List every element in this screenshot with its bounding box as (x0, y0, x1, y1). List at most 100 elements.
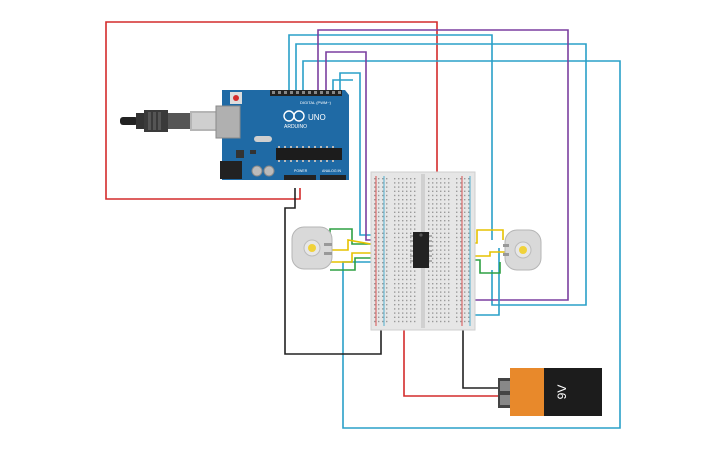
wire-blue-1 (288, 34, 493, 240)
breadboard-hole (378, 241, 380, 243)
breadboard-hole (464, 320, 466, 323)
breadboard-hole (436, 295, 438, 297)
breadboard-hole (432, 182, 434, 184)
breadboard-hole (468, 270, 470, 272)
breadboard-hole (464, 274, 466, 276)
arduino-uno-board[interactable]: DIGITAL (PWM~) ARDUINO UNO (215, 90, 349, 180)
breadboard-hole (432, 241, 434, 243)
breadboard-hole (448, 257, 450, 260)
breadboard-hole (436, 308, 438, 310)
breadboard-hole (440, 304, 442, 306)
breadboard-hole (386, 253, 388, 255)
breadboard-hole (432, 232, 434, 234)
breadboard-hole (402, 224, 404, 226)
power-label: POWER (294, 169, 308, 173)
breadboard-hole (440, 278, 442, 281)
breadboard-hole (382, 182, 384, 184)
breadboard-hole (440, 270, 442, 272)
breadboard-hole (398, 257, 400, 260)
breadboard-hole (448, 249, 450, 251)
breadboard-hole (386, 236, 388, 239)
breadboard-hole (374, 236, 376, 239)
breadboard-hole (428, 186, 430, 188)
breadboard-hole (374, 274, 376, 276)
breadboard-hole (460, 232, 462, 234)
breadboard-hole (440, 203, 442, 205)
breadboard-hole (394, 262, 396, 264)
breadboard-hole (386, 257, 388, 260)
breadboard-hole (378, 245, 380, 247)
breadboard-hole (432, 278, 434, 281)
breadboard-hole (402, 228, 404, 230)
breadboard-hole (406, 241, 408, 243)
breadboard-hole (410, 270, 412, 272)
breadboard-hole (402, 207, 404, 209)
breadboard-hole (460, 182, 462, 184)
breadboard-hole (468, 308, 470, 310)
breadboard-hole (444, 228, 446, 230)
breadboard-hole (436, 236, 438, 239)
breadboard-hole (428, 304, 430, 306)
breadboard-hole (394, 253, 396, 255)
breadboard-hole (402, 262, 404, 264)
atmega-chip (276, 148, 342, 160)
breadboard-hole (456, 203, 458, 205)
breadboard-hole (382, 262, 384, 264)
breadboard-hole (382, 295, 384, 297)
breadboard-hole (456, 215, 458, 218)
breadboard-hole (460, 236, 462, 239)
breadboard-hole (444, 316, 446, 318)
breadboard-hole (410, 182, 412, 184)
breadboard-hole (374, 308, 376, 310)
breadboard-hole (464, 199, 466, 201)
breadboard-hole (374, 295, 376, 297)
9v-battery-icon[interactable]: 9V (498, 368, 602, 416)
breadboard-hole (456, 236, 458, 239)
breadboard-hole (436, 316, 438, 318)
breadboard-hole (386, 270, 388, 272)
breadboard-hole (386, 228, 388, 230)
breadboard-hole (460, 312, 462, 314)
breadboard-hole (410, 220, 412, 222)
motor-driver-ic-icon[interactable] (410, 232, 432, 268)
breadboard-hole (402, 203, 404, 205)
breadboard-hole (386, 287, 388, 289)
breadboard-hole (456, 178, 458, 180)
breadboard-hole (382, 186, 384, 188)
breadboard-hole (414, 178, 416, 180)
breadboard-hole (428, 299, 430, 302)
breadboard-hole (378, 220, 380, 222)
breadboard-hole (414, 186, 416, 188)
breadboard-hole (398, 245, 400, 247)
breadboard-hole (402, 291, 404, 293)
breadboard-hole (456, 262, 458, 264)
breadboard-hole (448, 211, 450, 213)
dc-motor-icon[interactable] (291, 226, 333, 270)
breadboard-hole (414, 312, 416, 314)
breadboard-hole (444, 194, 446, 197)
breadboard-hole (460, 262, 462, 264)
breadboard-hole (382, 241, 384, 243)
breadboard-hole (436, 186, 438, 188)
breadboard-hole (440, 228, 442, 230)
breadboard-hole (406, 211, 408, 213)
breadboard-hole (468, 228, 470, 230)
breadboard-hole (414, 228, 416, 230)
breadboard-hole (402, 245, 404, 247)
breadboard-hole (464, 283, 466, 285)
breadboard-hole (468, 178, 470, 180)
breadboard-hole (464, 316, 466, 318)
breadboard-hole (414, 316, 416, 318)
wire-red-loop (105, 21, 438, 238)
breadboard-hole (394, 257, 396, 260)
breadboard-hole (456, 274, 458, 276)
breadboard-hole (432, 262, 434, 264)
breadboard-hole (428, 215, 430, 218)
breadboard-hole (394, 291, 396, 293)
breadboard-hole (444, 274, 446, 276)
breadboard-hole (398, 182, 400, 184)
breadboard-hole (448, 304, 450, 306)
dc-motor-icon[interactable] (503, 229, 542, 271)
breadboard-hole (428, 312, 430, 314)
breadboard-hole (378, 228, 380, 230)
